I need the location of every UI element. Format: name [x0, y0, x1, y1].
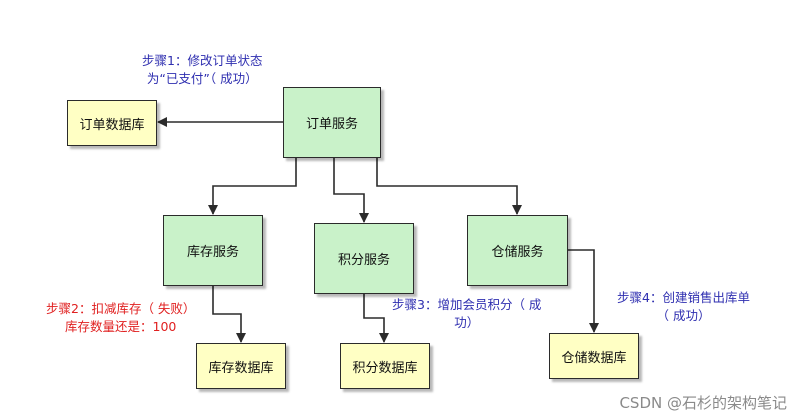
- warehouse-db-node: 仓储数据库: [549, 333, 639, 379]
- edge-order-service-to-warehouse-service: [376, 158, 522, 215]
- step4-note-line2: （ 成功）: [656, 308, 711, 323]
- edge-order-service-to-points-service: [333, 158, 369, 223]
- step4-note: 步骤4：创建销售出库单 （ 成功）: [617, 289, 750, 325]
- step2-note-line1: 步骤2：扣减库存（ 失败）: [46, 301, 196, 316]
- edge-points-service-to-points-db: [363, 294, 389, 343]
- watermark: CSDN @石杉的架构笔记: [619, 394, 787, 412]
- step2-note-line2: 库存数量还是：100: [65, 319, 177, 334]
- step4-note-line1: 步骤4：创建销售出库单: [617, 290, 750, 305]
- step2-note: 步骤2：扣减库存（ 失败） 库存数量还是：100: [46, 300, 195, 336]
- edge-warehouse-service-to-warehouse-db: [568, 249, 599, 333]
- warehouse-service-node: 仓储服务: [467, 215, 568, 286]
- edge-order-service-to-inventory-service: [208, 158, 297, 215]
- points-db-node: 积分数据库: [340, 343, 430, 389]
- step3-note: 步骤3：增加会员积分（ 成 功）: [392, 296, 541, 332]
- step3-note-line1: 步骤3：增加会员积分（ 成: [392, 297, 542, 312]
- step1-note-line1: 步骤1：修改订单状态: [142, 53, 263, 68]
- step3-note-line2: 功）: [454, 315, 480, 330]
- order-service-node: 订单服务: [283, 87, 381, 158]
- inventory-db-node: 库存数据库: [196, 343, 286, 389]
- inventory-service-node: 库存服务: [163, 215, 263, 286]
- edge-inventory-service-to-inventory-db: [212, 286, 246, 343]
- step1-note: 步骤1：修改订单状态 为“已支付”（ 成功）: [142, 52, 262, 88]
- points-service-node: 积分服务: [314, 223, 414, 294]
- step1-note-line2: 为“已支付”（ 成功）: [146, 71, 258, 86]
- order-db-node: 订单数据库: [67, 100, 157, 146]
